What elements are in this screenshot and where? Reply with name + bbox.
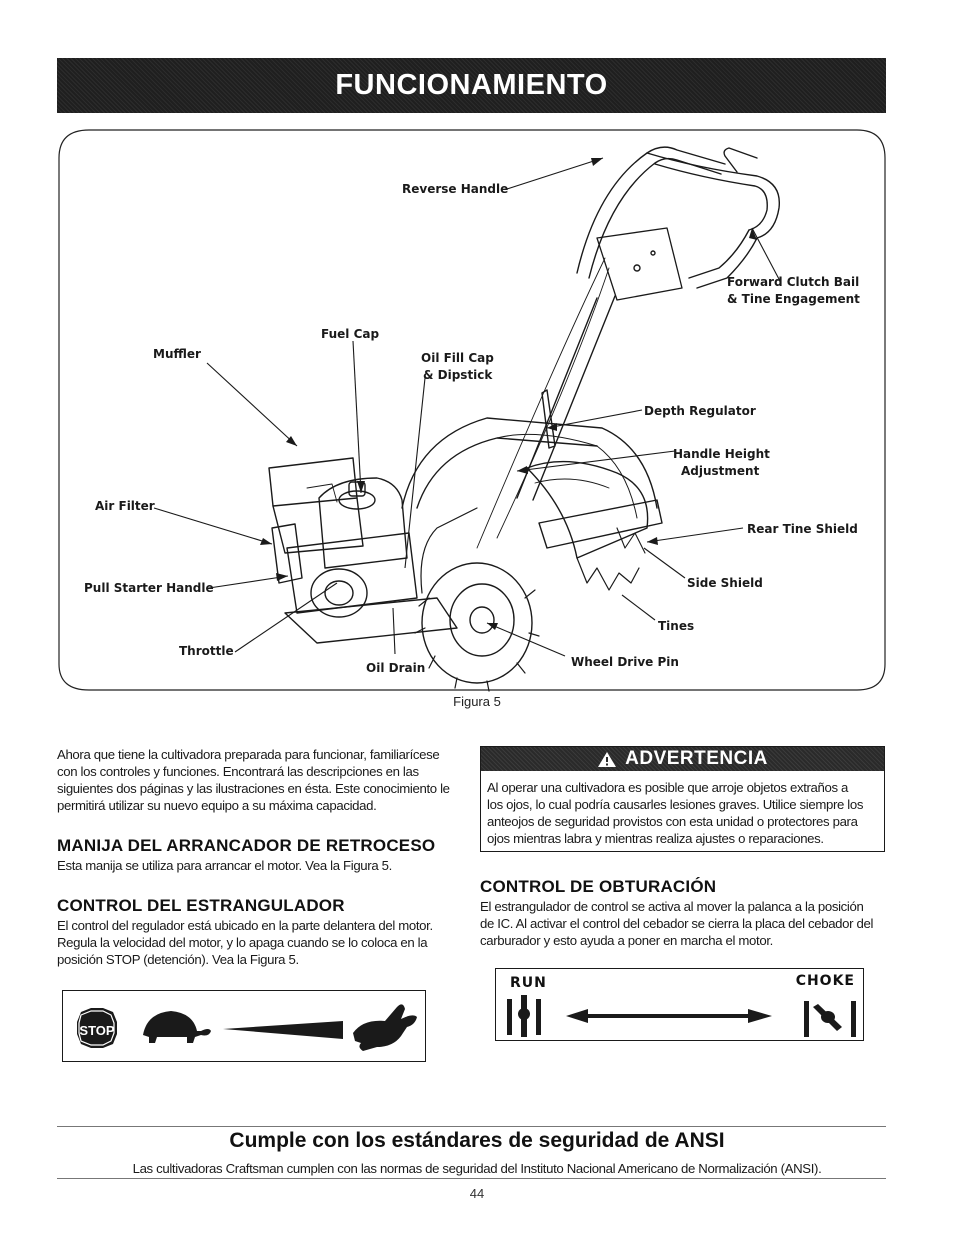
section-title: FUNCIONAMIENTO [335, 69, 608, 101]
label-side-shield: Side Shield [687, 576, 763, 590]
recoil-paragraph: Esta manija se utiliza para arrancar el … [57, 857, 467, 874]
choke-label: CHOKE [795, 973, 855, 989]
choke-heading: CONTROL DE OBTURACIÓN [480, 877, 717, 896]
throttle-paragraph: El control del regulador está ubicado en… [57, 917, 467, 968]
choke-symbols [507, 995, 856, 1037]
label-wheel-drive-pin: Wheel Drive Pin [571, 655, 679, 669]
label-reverse-handle: Reverse Handle [402, 182, 508, 196]
tiller-illustration [268, 146, 781, 692]
recoil-line: Esta manija se utiliza para arrancar el … [57, 858, 392, 873]
label-oil-fill-line2: & Dipstick [423, 368, 493, 382]
rabbit-icon [353, 1004, 417, 1051]
tiller-figure: Reverse Handle Forward Clutch Bail & Tin… [57, 128, 886, 692]
choke-icon [804, 1001, 856, 1037]
label-muffler: Muffler [153, 347, 201, 361]
warning-triangle-icon [597, 751, 617, 768]
ansi-title: Cumple con los estándares de seguridad d… [229, 1129, 725, 1152]
intro-line: con los controles y funciones. Encontrar… [57, 764, 419, 779]
throttle-line: El control del regulador está ubicado en… [57, 918, 433, 933]
label-oil-drain: Oil Drain [366, 661, 425, 675]
label-depth-regulator: Depth Regulator [644, 404, 756, 418]
label-fuel-cap: Fuel Cap [321, 327, 379, 341]
choke-line: El estrangulador de control se activa al… [480, 899, 864, 914]
warning-line: anteojos de seguridad provistos con esta… [487, 814, 858, 829]
label-handle-height-line2: Adjustment [681, 464, 760, 478]
direction-arrow [566, 1009, 772, 1023]
label-throttle: Throttle [179, 644, 234, 658]
throttle-heading: CONTROL DEL ESTRANGULADOR [57, 896, 345, 915]
figure-caption: Figura 5 [453, 694, 501, 709]
label-pull-starter: Pull Starter Handle [84, 581, 214, 595]
warning-title-bar: ADVERTENCIA [481, 747, 884, 771]
choke-symbols-box: RUN CHOKE [495, 968, 864, 1041]
choke-line: de IC. Al activar el control del cebador… [480, 916, 874, 931]
stop-icon: STOP [77, 1008, 117, 1048]
warning-box: ADVERTENCIA Al operar una cultivadora es… [480, 746, 885, 852]
label-air-filter: Air Filter [95, 499, 155, 513]
intro-line: siguientes dos páginas y las ilustracion… [57, 781, 450, 796]
section-header-bar: FUNCIONAMIENTO [57, 58, 886, 113]
choke-paragraph: El estrangulador de control se activa al… [480, 898, 890, 949]
stop-label: STOP [79, 1023, 114, 1038]
throttle-line: Regula la velocidad del motor, y lo apag… [57, 935, 428, 950]
label-tines: Tines [658, 619, 694, 633]
intro-line: permitirá utilizar su nuevo equipo a su … [57, 798, 377, 813]
warning-line: Al operar una cultivadora es posible que… [487, 780, 849, 795]
speed-wedge [223, 1021, 343, 1039]
run-label: RUN [510, 975, 547, 991]
leader-lines [153, 157, 781, 657]
turtle-icon [143, 1011, 211, 1043]
label-handle-height-line1: Handle Height [673, 447, 770, 461]
leader-arrowheads [260, 158, 757, 630]
page-number: 44 [469, 1186, 485, 1201]
warning-title: ADVERTENCIA [625, 748, 768, 769]
ansi-top-rule [57, 1126, 886, 1127]
intro-paragraph: Ahora que tiene la cultivadora preparada… [57, 746, 467, 814]
ansi-bottom-rule [57, 1178, 886, 1179]
label-oil-fill-line1: Oil Fill Cap [421, 351, 494, 365]
recoil-heading: MANIJA DEL ARRANCADOR DE RETROCESO [57, 836, 436, 855]
choke-line: carburador y esto ayuda a poner en march… [480, 933, 773, 948]
throttle-line: posición STOP (detención). Vea la Figura… [57, 952, 299, 967]
warning-line: ojos mientras labra y mientras realiza a… [487, 831, 824, 846]
tiller-diagram: Reverse Handle Forward Clutch Bail & Tin… [58, 129, 886, 692]
warning-line: los ojos, lo cual podría causarles lesio… [487, 797, 864, 812]
throttle-symbols: STOP [77, 1004, 417, 1051]
figure-frame-border [58, 129, 886, 691]
run-icon [507, 995, 541, 1037]
intro-line: Ahora que tiene la cultivadora preparada… [57, 747, 440, 762]
ansi-text: Las cultivadoras Craftsman cumplen con l… [132, 1161, 822, 1176]
label-rear-tine-shield: Rear Tine Shield [747, 522, 858, 536]
warning-text: Al operar una cultivadora es posible que… [481, 771, 884, 847]
label-forward-clutch-line2: & Tine Engagement [727, 292, 860, 306]
throttle-symbols-box: STOP [62, 990, 426, 1062]
label-forward-clutch-line1: Forward Clutch Bail [727, 275, 859, 289]
